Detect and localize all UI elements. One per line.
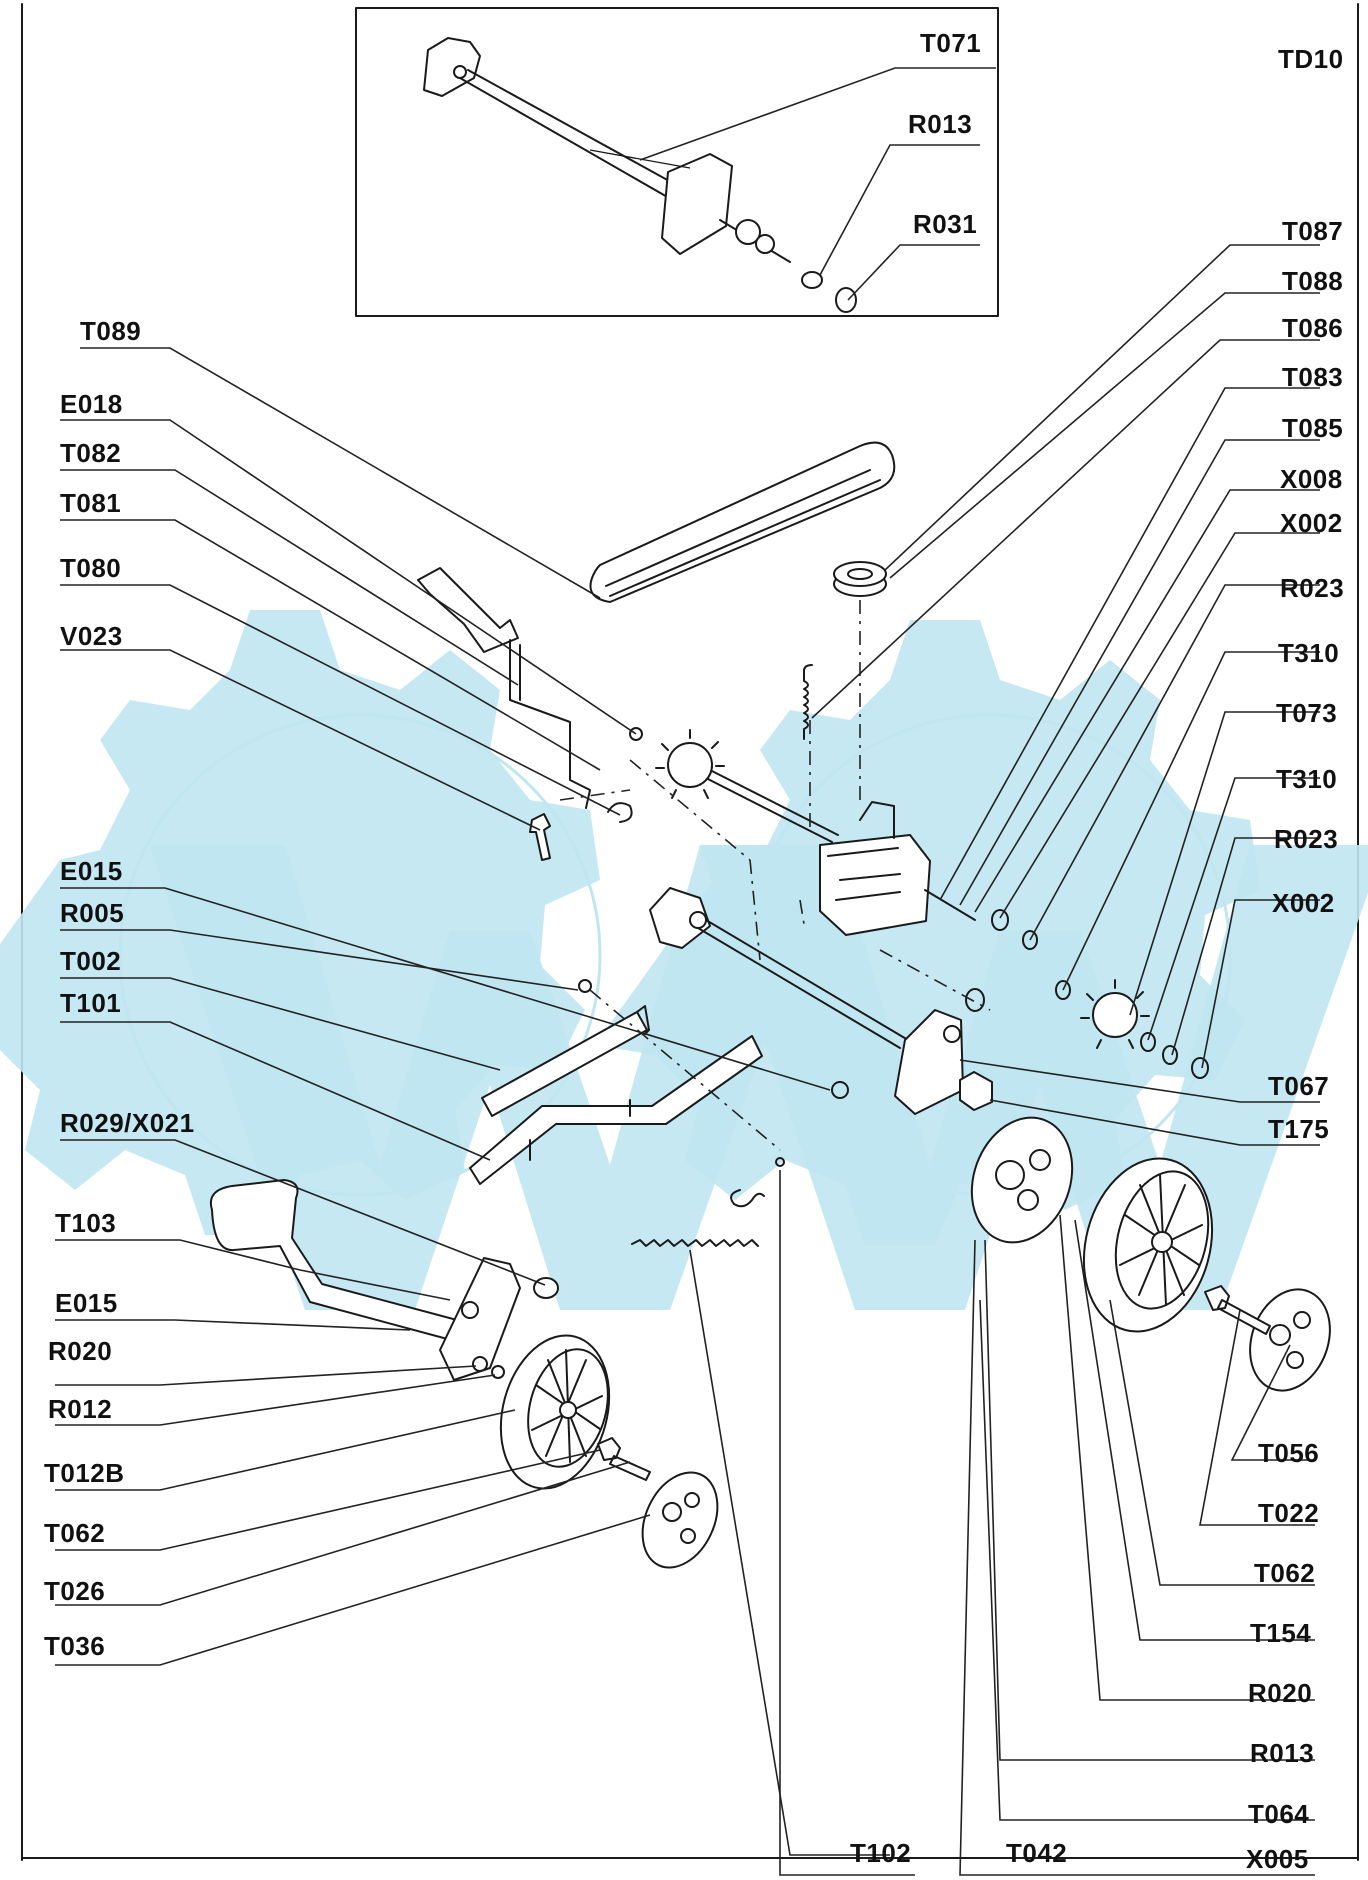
label-t310-a: T310 [1278, 638, 1339, 668]
label-t026: T026 [44, 1576, 105, 1606]
label-t087: T087 [1282, 216, 1343, 246]
spring-t086 [803, 664, 813, 740]
label-r013-top: R013 [908, 109, 972, 139]
label-e015-a: E015 [60, 856, 123, 886]
label-t022: T022 [1258, 1498, 1319, 1528]
label-r020-b: R020 [1248, 1678, 1312, 1708]
label-t062-b: T062 [1254, 1558, 1315, 1588]
label-t080: T080 [60, 553, 121, 583]
label-r023-a: R023 [1280, 573, 1344, 603]
ring-e015 [533, 1277, 559, 1299]
label-t085: T085 [1282, 413, 1343, 443]
hub-cap-t056 [1249, 1288, 1331, 1392]
label-t042: T042 [1006, 1838, 1067, 1868]
bolt-t062-left [597, 1437, 651, 1481]
spring-t042 [730, 1189, 765, 1208]
label-t002: T002 [60, 946, 121, 976]
label-t103: T103 [55, 1208, 116, 1238]
label-r012: R012 [48, 1394, 112, 1424]
label-t064: T064 [1248, 1799, 1309, 1829]
part-labels: TD10 T071 R013 R031 T087 T088 T086 T083 … [44, 28, 1344, 1874]
lever-t103 [210, 1179, 473, 1345]
bracket-r029 [439, 1257, 521, 1381]
label-t089: T089 [80, 316, 141, 346]
hub-cap-t036 [641, 1471, 719, 1569]
label-t062-a: T062 [44, 1518, 105, 1548]
label-t067: T067 [1268, 1071, 1329, 1101]
label-r023-b: R023 [1274, 824, 1338, 854]
label-x002-a: X002 [1280, 508, 1343, 538]
spring-t102 [631, 1239, 759, 1247]
clip-t080 [607, 802, 633, 823]
rear-axle-frame [649, 887, 993, 1115]
assembly-lines [559, 600, 991, 1151]
label-t088: T088 [1282, 266, 1343, 296]
label-r031: R031 [913, 209, 977, 239]
bar-t101 [469, 1035, 763, 1185]
label-t102: T102 [850, 1838, 911, 1868]
watermark-logo [0, 610, 1368, 1310]
label-e015-b: E015 [55, 1288, 118, 1318]
washer-r020-left [472, 1356, 488, 1372]
plate-t002 [481, 979, 650, 1117]
label-r020-a: R020 [48, 1336, 112, 1366]
label-r029-x021: R029/X021 [60, 1108, 195, 1138]
gearbox [699, 767, 976, 936]
gear-left [655, 729, 725, 799]
inset-detail-box [355, 7, 999, 317]
label-t310-b: T310 [1276, 764, 1337, 794]
pulley [833, 561, 887, 597]
label-t012b: T012B [44, 1458, 125, 1488]
label-t056: T056 [1258, 1438, 1319, 1468]
label-t071: T071 [920, 28, 981, 58]
gear-right [1080, 979, 1150, 1049]
nut-e018 [629, 727, 643, 741]
label-r013-b: R013 [1250, 1738, 1314, 1768]
sheet-code: TD10 [1278, 44, 1344, 74]
label-r005: R005 [60, 898, 124, 928]
label-t154: T154 [1250, 1618, 1311, 1648]
rings-right [965, 909, 1209, 1079]
label-t073: T073 [1276, 698, 1337, 728]
label-t101: T101 [60, 988, 121, 1018]
label-t082: T082 [60, 438, 121, 468]
bolt-v023 [529, 813, 551, 861]
rear-right-wheel [1082, 1157, 1214, 1333]
bolt-t022 [1204, 1285, 1271, 1335]
label-t175: T175 [1268, 1114, 1329, 1144]
label-t083: T083 [1282, 362, 1343, 392]
label-v023: V023 [60, 621, 123, 651]
drive-belt [589, 441, 896, 603]
label-x005: X005 [1246, 1844, 1309, 1874]
label-t081: T081 [60, 488, 121, 518]
label-x002-b: X002 [1272, 888, 1335, 918]
leader-lines [55, 67, 1320, 1876]
washer-r012 [491, 1365, 505, 1379]
hub-cap-t154 [970, 1116, 1074, 1244]
nut-r005 [831, 1081, 849, 1099]
label-e018: E018 [60, 389, 123, 419]
label-x008: X008 [1280, 464, 1343, 494]
label-t036: T036 [44, 1631, 105, 1661]
front-left-wheel [499, 1334, 611, 1490]
label-t086: T086 [1282, 313, 1343, 343]
lever-t082 [417, 567, 591, 809]
